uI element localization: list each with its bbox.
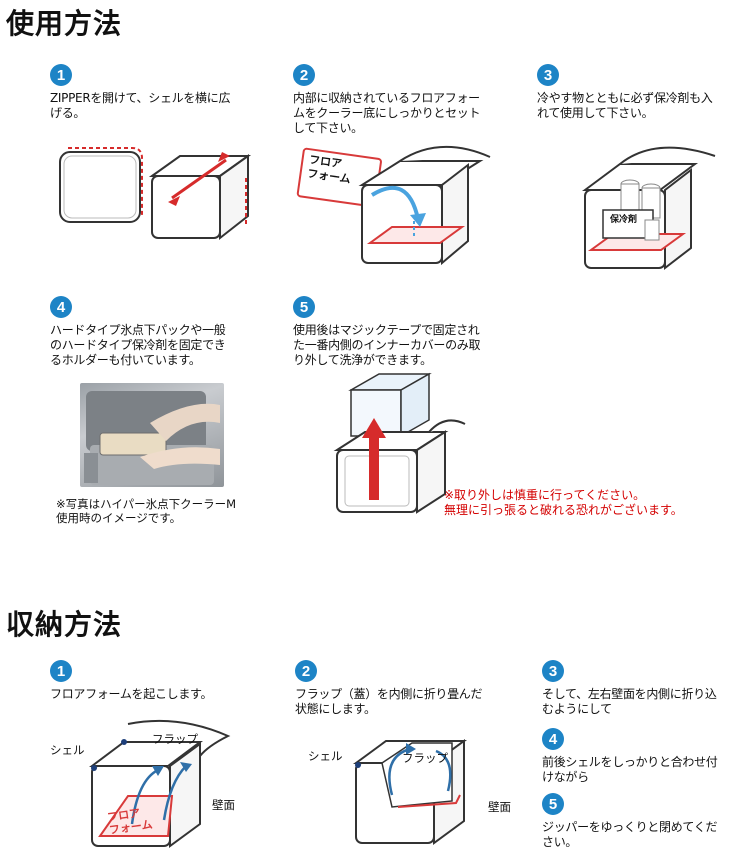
storage-step-3-text: そして、左右壁面を内側に折り込 むようにして — [542, 687, 717, 716]
photo-note: ※写真はハイパー氷点下クーラーM 使用時のイメージです。 — [56, 497, 237, 525]
storage-step-5-text: ジッパーをゆっくりと閉めてくだ さい。 — [542, 820, 718, 849]
floor-form-label: フロア フォーム — [306, 153, 352, 186]
usage-step-3-text: 冷やす物とともに必ず保冷剤も入 れて使用して下さい。 — [537, 91, 713, 120]
usage-step-5-badge: 5 — [293, 296, 315, 318]
usage-step-2-text: 内部に収納されているフロアフォー ムをクーラー底にしっかりとセット して下さい。 — [293, 91, 481, 135]
storage-2-label-shell: シェル — [308, 749, 343, 763]
usage-step-1-text: ZIPPERを開けて、シェルを横に広 げる。 — [50, 91, 231, 120]
usage-step-4-badge: 4 — [50, 296, 72, 318]
usage-step-2-badge: 2 — [293, 64, 315, 86]
storage-2-label-flap: フラップ — [402, 751, 448, 765]
storage-title: 収納方法 — [6, 608, 123, 641]
storage-1-label-wall: 壁面 — [212, 798, 235, 812]
storage-2-label-wall: 壁面 — [488, 800, 511, 814]
usage-step-3-illustration — [581, 146, 716, 271]
storage-step-2-badge: 2 — [295, 660, 317, 682]
usage-step-2-illustration — [296, 146, 491, 266]
removal-warning: ※取り外しは慎重に行ってください。 無理に引っ張ると破れる恐れがございます。 — [444, 488, 683, 517]
storage-step-2-text: フラップ（蓋）を内側に折り畳んだ 状態にします。 — [295, 687, 483, 716]
usage-step-1-badge: 1 — [50, 64, 72, 86]
storage-1-label-shell: シェル — [50, 743, 85, 757]
storage-step-1-badge: 1 — [50, 660, 72, 682]
storage-step-2-illustration — [352, 739, 468, 845]
ice-pack-label: 保冷剤 — [610, 215, 638, 225]
storage-step-1-illustration — [89, 719, 231, 848]
usage-step-3-badge: 3 — [537, 64, 559, 86]
storage-step-5-badge: 5 — [542, 793, 564, 815]
storage-step-4-text: 前後シェルをしっかりと合わせ付 けながら — [542, 755, 718, 784]
usage-step-1-illustration — [59, 147, 252, 241]
usage-step-4-text: ハードタイプ氷点下パックや一般 のハードタイプ保冷剤を固定でき るホルダーも付い… — [50, 323, 226, 367]
storage-1-label-flap: フラップ — [152, 732, 198, 746]
usage-title: 使用方法 — [6, 7, 123, 40]
storage-step-1-text: フロアフォームを起こします。 — [50, 687, 213, 701]
cooler-photo — [80, 383, 224, 487]
storage-step-3-badge: 3 — [542, 660, 564, 682]
usage-step-5-text: 使用後はマジックテープで固定され た一番内側のインナーカバーのみ取 り外して洗浄… — [293, 323, 481, 367]
usage-step-5-illustration — [333, 372, 466, 514]
storage-step-4-badge: 4 — [542, 728, 564, 750]
